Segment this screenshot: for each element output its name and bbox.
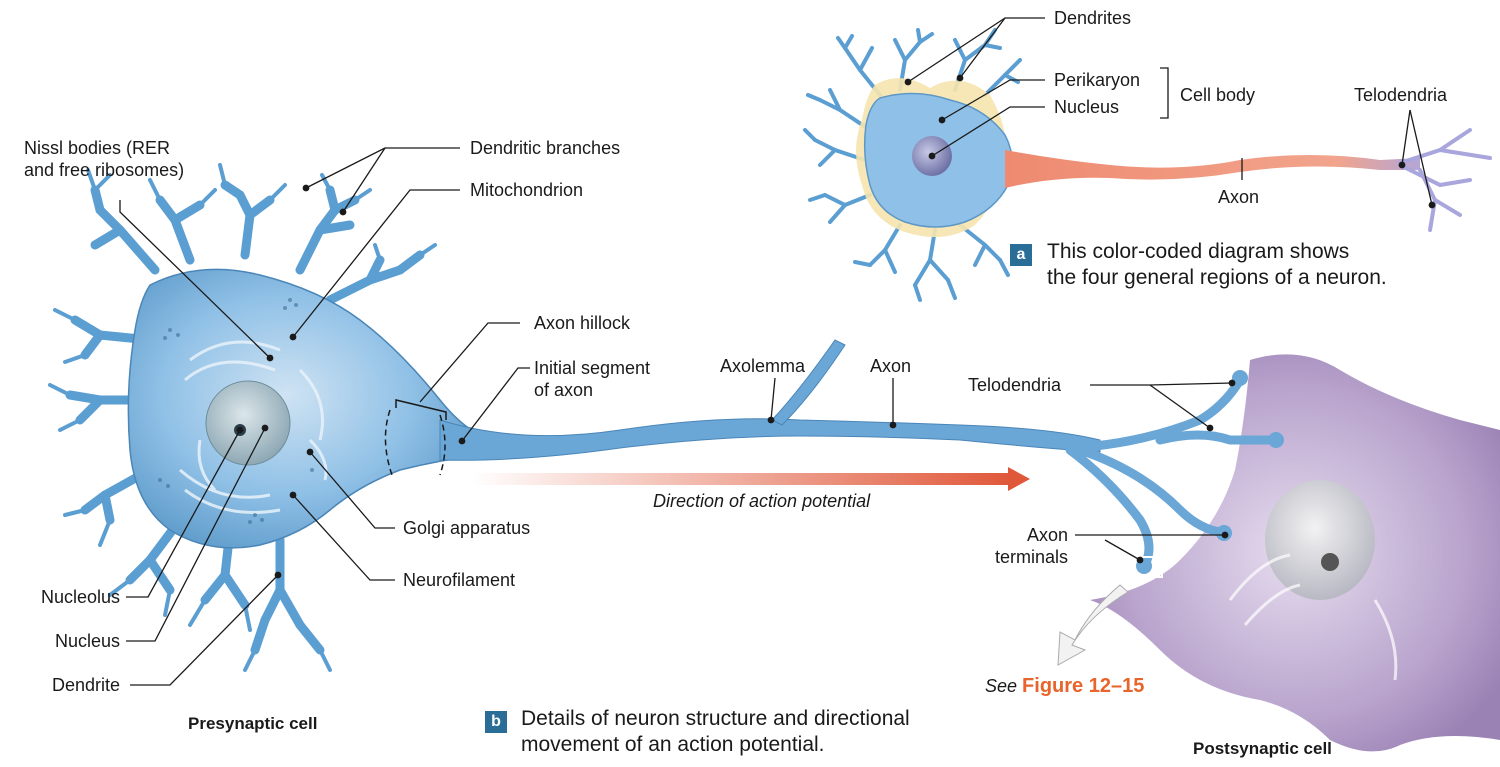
presynaptic-cell <box>48 163 1284 672</box>
label-nucleus-a: Nucleus <box>1054 97 1120 117</box>
label-nucleus-b: Nucleus <box>54 631 120 651</box>
caption-a: This color-coded diagram shows the four … <box>1047 240 1387 289</box>
label-golgi-apparatus: Golgi apparatus <box>403 518 531 538</box>
presynaptic-nucleus <box>205 380 291 466</box>
label-nissl-bodies: Nissl bodies (RER and free ribosomes) <box>24 138 185 180</box>
label-axon-a: Axon <box>1218 187 1260 207</box>
caption-badge-a: a <box>1010 244 1032 266</box>
direction-arrow <box>470 467 1030 491</box>
label-presynaptic: Presynaptic cell <box>188 714 318 733</box>
postsynaptic-cell <box>1090 354 1500 752</box>
label-axolemma: Axolemma <box>720 356 806 376</box>
label-dendrites-a: Dendrites <box>1054 8 1132 28</box>
postsynaptic-nucleus <box>1265 480 1375 600</box>
label-axon-hillock: Axon hillock <box>534 313 631 333</box>
label-telodendria-a: Telodendria <box>1354 85 1448 105</box>
figure-link[interactable]: Figure 12–15 <box>1022 675 1145 697</box>
label-telodendria-b: Telodendria <box>968 375 1062 395</box>
label-neurofilament: Neurofilament <box>403 570 516 590</box>
label-initial-segment: Initial segment of axon <box>534 358 651 400</box>
label-nucleolus: Nucleolus <box>40 587 120 607</box>
label-dendrite: Dendrite <box>51 675 120 695</box>
label-cell-body: Cell body <box>1180 85 1256 105</box>
label-postsynaptic: Postsynaptic cell <box>1193 739 1332 758</box>
caption-badge-b: b <box>485 711 507 733</box>
caption-b: Details of neuron structure and directio… <box>521 707 910 756</box>
see-figure-ref: See Figure 12–15 <box>985 675 1144 697</box>
label-mitochondrion: Mitochondrion <box>470 180 584 200</box>
label-direction: Direction of action potential <box>653 491 871 511</box>
axon-b <box>439 418 1101 461</box>
label-axon-b: Axon <box>870 356 912 376</box>
label-dendritic-branches: Dendritic branches <box>470 138 621 158</box>
see-prefix: See <box>985 676 1018 696</box>
leader-lines <box>119 17 1436 686</box>
label-axon-terminals: Axon terminals <box>994 525 1068 567</box>
axon-a <box>1005 150 1420 188</box>
panel-a-neuron <box>803 28 1492 302</box>
label-perikaryon: Perikaryon <box>1054 70 1141 90</box>
